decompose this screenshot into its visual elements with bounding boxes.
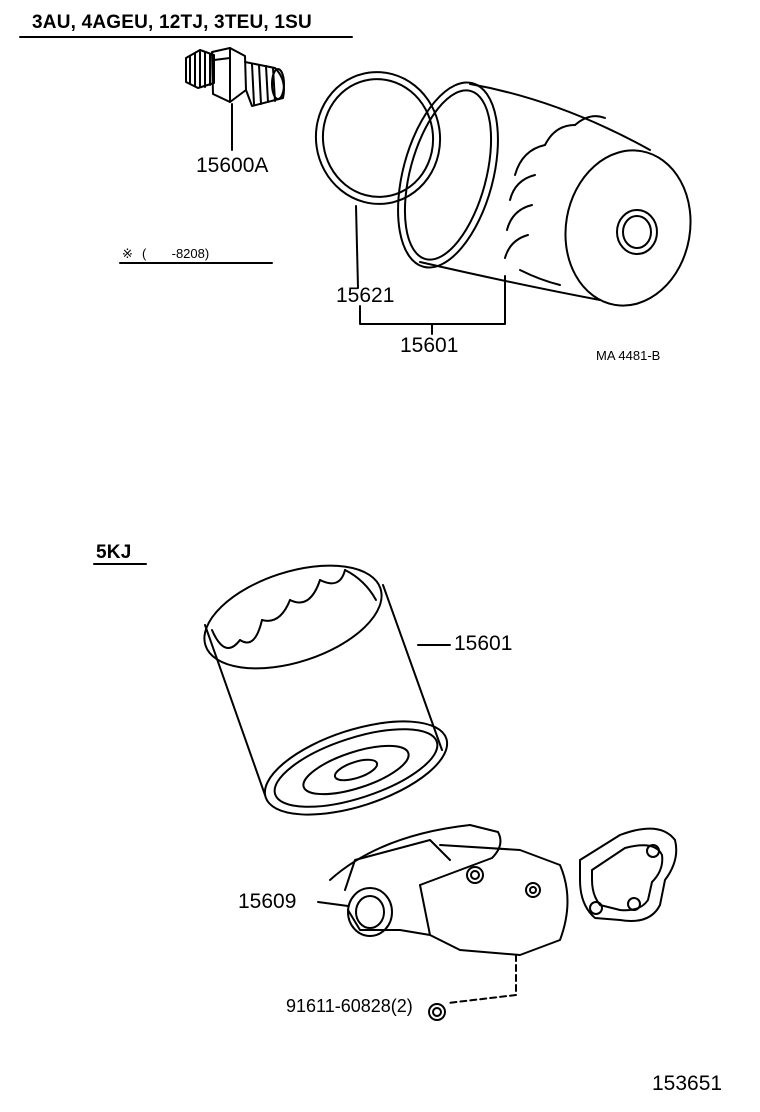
part-label-gasket: 15621 — [336, 284, 395, 307]
oil-filter-bottom-drawing — [203, 564, 451, 816]
part-label-bracket: 15609 — [238, 890, 297, 913]
note-text: ( -8208) — [142, 246, 210, 261]
engine-header-top: 3AU, 4AGEU, 12TJ, 3TEU, 1SU — [32, 12, 312, 33]
illustration-code: MA 4481-B — [596, 348, 661, 363]
part-label-filter-top: 15601 — [400, 334, 459, 357]
note-symbol: ※ — [122, 246, 133, 261]
engine-header-bottom: 5KJ — [96, 542, 132, 563]
filter-bracket-drawing — [317, 824, 678, 1021]
part-label-filter-bottom: 15601 — [454, 632, 513, 655]
gasket-ring-drawing — [314, 71, 506, 335]
oil-pressure-switch-drawing — [185, 47, 285, 151]
page-number: 153651 — [652, 1072, 723, 1095]
oil-filter-top-drawing — [397, 81, 692, 307]
part-label-switch: 15600A — [196, 154, 269, 177]
part-label-bolt: 91611-60828(2) — [286, 996, 413, 1016]
